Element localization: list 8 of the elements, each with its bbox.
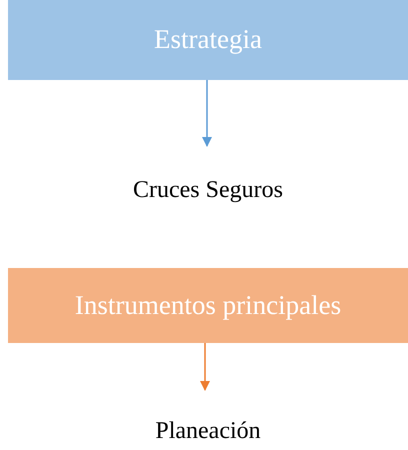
node-text: Planeación — [155, 417, 261, 446]
arrow — [202, 80, 212, 147]
box-label: Instrumentos principales — [74, 288, 342, 322]
process-box — [8, 268, 408, 343]
arrow — [200, 343, 210, 391]
node-text: Cruces Seguros — [133, 176, 283, 205]
process-box — [8, 0, 408, 80]
box-label: Estrategia — [154, 23, 262, 56]
